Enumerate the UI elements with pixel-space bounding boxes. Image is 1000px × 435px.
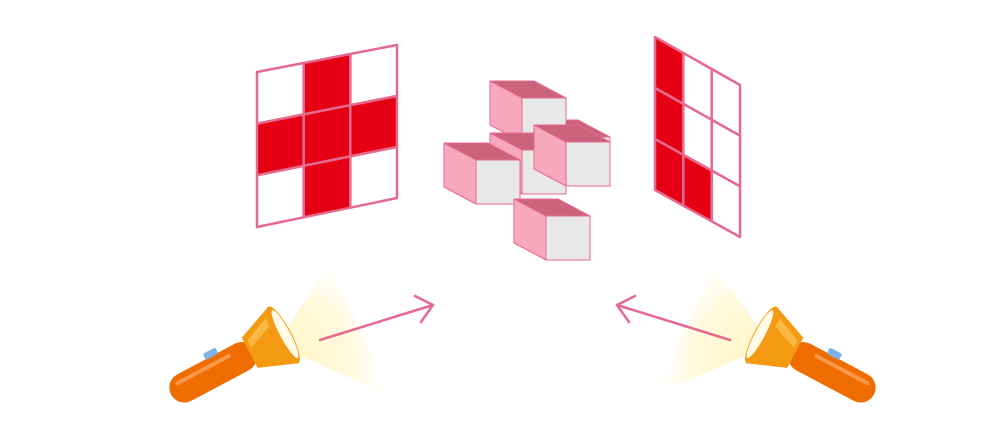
left-projection-grid [255,43,399,229]
right-projection-grid [653,35,742,239]
grid-cell-empty [255,164,305,229]
cube-front-face [565,141,611,187]
cube-model [443,80,611,261]
left-light-beam [275,265,390,395]
right-flashlight-icon [745,306,876,403]
left-arrow [318,294,435,342]
grid-cell-filled [302,155,352,219]
unit-cube [513,198,591,261]
grid-cell-empty [710,169,742,239]
cube-front-face [545,215,591,261]
right-light-beam [655,265,770,395]
grid-cell-empty [349,145,399,209]
right-arrow [615,294,732,342]
unit-cube [443,142,521,205]
unit-cube [533,124,611,187]
left-flashlight-icon [169,306,300,403]
cube-front-face [475,159,521,205]
